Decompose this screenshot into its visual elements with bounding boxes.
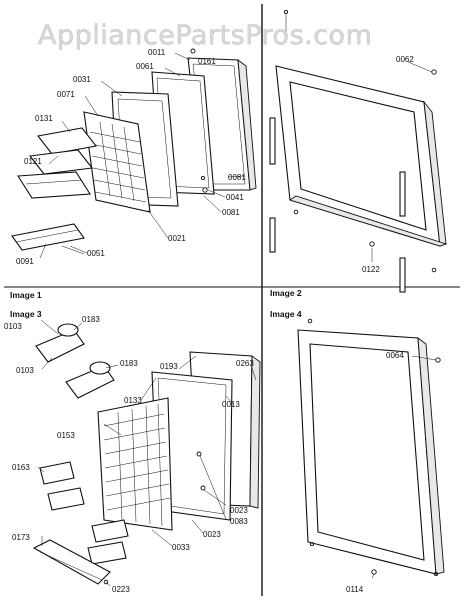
callout-0131[interactable]: 0131 <box>35 114 53 123</box>
callout-0031[interactable]: 0031 <box>73 75 91 84</box>
shelf-rack-lines <box>89 121 147 203</box>
door-bin-small-1[interactable] <box>39 461 75 485</box>
callout-0023-lower[interactable]: 0023 <box>203 530 221 539</box>
door-bin-middle[interactable] <box>28 149 94 175</box>
image-4-door-frame-assembly <box>297 318 445 579</box>
liner-grille-lines <box>103 403 171 527</box>
caption-image-2: Image 2 <box>270 288 302 298</box>
callout-0081-lower[interactable]: 0081 <box>222 208 240 217</box>
callout-0103-lower[interactable]: 0103 <box>16 366 34 375</box>
callout-0193[interactable]: 0193 <box>160 362 178 371</box>
image-1-freezer-door-assembly <box>11 48 257 259</box>
callout-0091[interactable]: 0091 <box>16 257 34 266</box>
callout-0033[interactable]: 0033 <box>172 543 190 552</box>
callout-0263[interactable]: 0263 <box>236 359 254 368</box>
hinge-rod-bottom[interactable] <box>399 257 406 293</box>
callout-0021[interactable]: 0021 <box>168 234 186 243</box>
door-frame-inner[interactable] <box>289 81 427 231</box>
callout-0051[interactable]: 0051 <box>87 249 105 258</box>
callout-0011[interactable]: 0011 <box>148 48 166 57</box>
hinge-rod-right[interactable] <box>399 171 406 217</box>
fresh-door-liner[interactable] <box>97 397 173 531</box>
callout-0103-upper[interactable]: 0103 <box>4 322 22 331</box>
callout-0223[interactable]: 0223 <box>112 585 130 594</box>
fresh-door-frame-inner[interactable] <box>309 343 425 561</box>
quadrant-dividers <box>4 4 460 596</box>
door-bin-small-3[interactable] <box>91 519 129 543</box>
callout-0013[interactable]: 0013 <box>222 400 240 409</box>
hinge-rod-left-lower[interactable] <box>269 217 276 253</box>
callout-0083[interactable]: 0083 <box>230 517 248 526</box>
callout-0062[interactable]: 0062 <box>396 55 414 64</box>
caption-image-4: Image 4 <box>270 309 302 319</box>
image-3-leader-lines <box>37 319 257 587</box>
door-bin-small-4[interactable] <box>87 541 127 565</box>
door-bottom-shelf[interactable] <box>11 223 85 251</box>
callout-0183-upper[interactable]: 0183 <box>82 315 100 324</box>
image-2-leader-lines <box>285 14 433 262</box>
callout-0122[interactable]: 0122 <box>362 265 380 274</box>
site-watermark: AppliancePartsPros.com <box>38 20 372 51</box>
image-3-fresh-food-door-assembly <box>32 319 261 587</box>
callout-0114[interactable]: 0114 <box>346 585 364 594</box>
callout-0173[interactable]: 0173 <box>12 533 30 542</box>
callout-0133[interactable]: 0133 <box>124 396 142 405</box>
callout-0023-upper[interactable]: 0023 <box>230 506 248 515</box>
callout-0071[interactable]: 0071 <box>57 90 75 99</box>
door-bin-upper[interactable] <box>37 127 97 155</box>
caption-image-3: Image 3 <box>10 309 42 319</box>
part-callouts: 0011 0161 0061 0031 0071 0131 0121 0081 … <box>4 48 414 594</box>
image-1-leader-lines <box>39 52 245 259</box>
callout-0064[interactable]: 0064 <box>386 351 404 360</box>
callout-0161[interactable]: 0161 <box>198 57 216 66</box>
callout-0041[interactable]: 0041 <box>226 193 244 202</box>
callout-0153[interactable]: 0153 <box>57 431 75 440</box>
callout-0081-upper[interactable]: 0081 <box>228 173 246 182</box>
callout-0183-lower[interactable]: 0183 <box>120 359 138 368</box>
caption-image-1: Image 1 <box>10 290 42 300</box>
door-bin-lower[interactable] <box>17 171 91 199</box>
egg-holder-upper[interactable] <box>35 329 85 363</box>
hinge-rod-left[interactable] <box>269 117 276 165</box>
image-4-leader-lines <box>371 355 437 579</box>
callout-0121[interactable]: 0121 <box>24 157 42 166</box>
callout-0163[interactable]: 0163 <box>12 463 30 472</box>
image-2-door-frame-assembly <box>269 9 448 293</box>
door-bin-small-2[interactable] <box>47 487 85 511</box>
fresh-door-bottom-shelf[interactable] <box>32 539 111 585</box>
callout-0061[interactable]: 0061 <box>136 62 154 71</box>
